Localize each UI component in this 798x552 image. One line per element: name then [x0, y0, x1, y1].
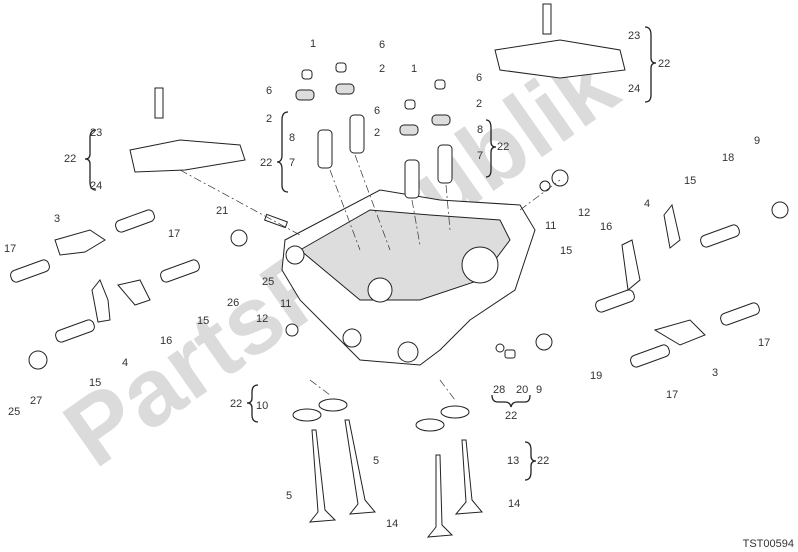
callout-55: 5	[286, 490, 292, 502]
callout-42: 15	[89, 377, 101, 389]
callout-56: 13	[507, 455, 519, 467]
callout-27: 15	[560, 245, 572, 257]
callout-46: 28	[493, 384, 505, 396]
callout-14: 7	[477, 150, 483, 162]
callout-11: 2	[476, 98, 482, 110]
callout-2: 2	[379, 63, 385, 75]
callout-43: 25	[8, 406, 20, 418]
callout-34: 25	[262, 276, 274, 288]
callout-17: 22	[658, 58, 670, 70]
callout-40: 4	[122, 357, 128, 369]
callout-48: 22	[505, 410, 517, 422]
callout-12: 2	[374, 127, 380, 139]
callout-20: 22	[64, 153, 76, 165]
callout-5: 8	[289, 132, 295, 144]
callout-30: 21	[216, 205, 228, 217]
callout-7: 22	[260, 157, 272, 169]
callout-37: 16	[160, 335, 172, 347]
callout-52: 22	[230, 398, 242, 410]
callout-10: 6	[374, 105, 380, 117]
callout-16: 23	[628, 30, 640, 42]
callout-51: 17	[666, 389, 678, 401]
callout-31: 3	[54, 213, 60, 225]
callout-35: 26	[227, 297, 239, 309]
callout-29: 11	[545, 220, 556, 232]
callout-18: 24	[628, 83, 640, 95]
callout-32: 17	[4, 243, 16, 255]
callout-49: 3	[712, 367, 718, 379]
callout-57: 22	[537, 455, 549, 467]
diagram-code: TST00594	[742, 538, 794, 550]
valve-parts	[292, 62, 484, 538]
callout-21: 24	[90, 180, 102, 192]
callout-38: 11	[280, 298, 291, 310]
callout-4: 2	[266, 113, 272, 125]
callout-26: 16	[600, 221, 612, 233]
callout-3: 6	[266, 85, 272, 97]
callout-23: 18	[722, 152, 734, 164]
rocker-arms-and-pins	[10, 3, 789, 370]
callout-28: 12	[578, 207, 590, 219]
callout-50: 17	[758, 337, 770, 349]
callout-8: 1	[411, 63, 417, 75]
callout-39: 12	[256, 313, 268, 325]
callout-1: 6	[379, 39, 385, 51]
center-lines	[179, 154, 561, 401]
callout-0: 1	[310, 38, 316, 50]
callout-33: 17	[168, 228, 180, 240]
callout-47: 20	[516, 384, 528, 396]
callout-45: 9	[536, 384, 542, 396]
callout-44: 19	[590, 370, 602, 382]
callout-54: 5	[373, 455, 379, 467]
callout-41: 27	[30, 395, 42, 407]
callout-19: 23	[90, 127, 102, 139]
callout-36: 15	[197, 315, 209, 327]
callout-13: 8	[477, 124, 483, 136]
callout-15: 22	[497, 141, 509, 153]
callout-22: 9	[754, 135, 760, 147]
callout-58: 14	[508, 498, 520, 510]
callout-59: 14	[386, 518, 398, 530]
cylinder-head	[281, 189, 536, 366]
callout-6: 7	[289, 157, 295, 169]
callout-9: 6	[476, 72, 482, 84]
callout-25: 4	[644, 198, 650, 210]
callout-53: 10	[256, 400, 268, 412]
callout-24: 15	[684, 175, 696, 187]
braces	[84, 26, 657, 481]
